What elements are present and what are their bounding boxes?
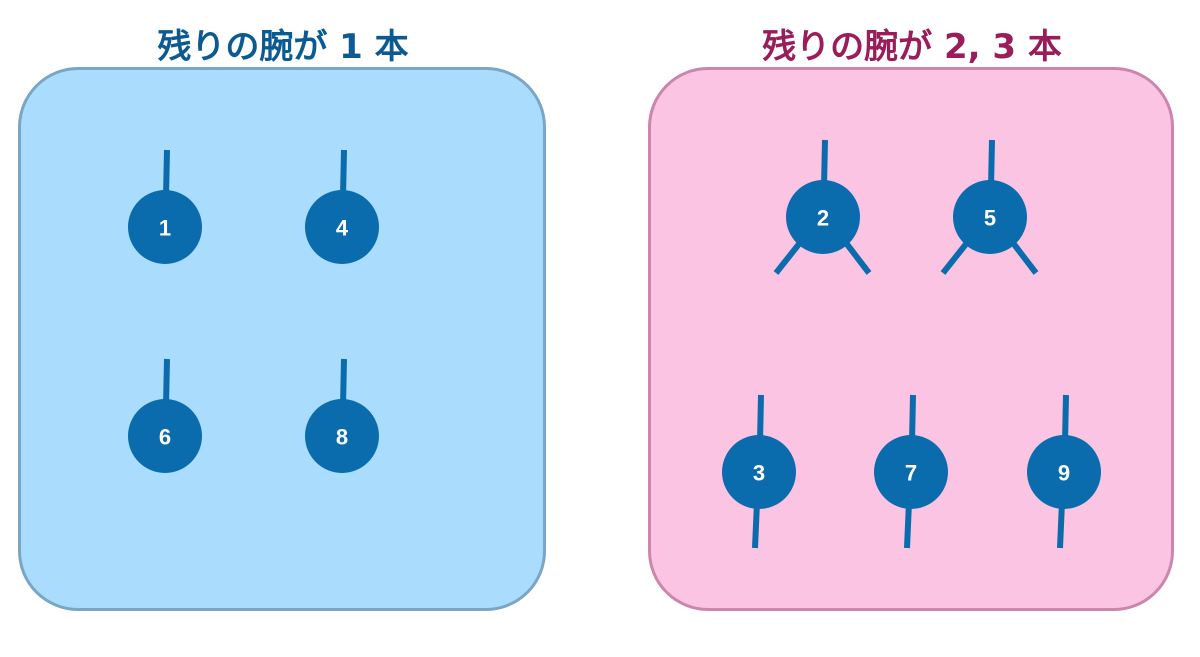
- arm-down: [904, 501, 912, 549]
- node-label: 6: [159, 425, 171, 450]
- arm-up: [1062, 394, 1069, 443]
- node-label: 5: [984, 206, 996, 231]
- node-label: 4: [336, 216, 349, 241]
- node-circle: [953, 180, 1027, 254]
- node-4: 4: [305, 149, 379, 264]
- arm-up: [163, 149, 170, 198]
- left-group-panel: [18, 67, 546, 611]
- arm-down: [752, 501, 760, 549]
- node-7: 7: [874, 394, 948, 549]
- node-label: 1: [159, 216, 171, 241]
- node-label: 8: [336, 425, 348, 450]
- node-circle: [722, 435, 796, 509]
- node-9: 9: [1027, 394, 1101, 549]
- arm-up: [340, 358, 347, 407]
- node-circle: [305, 190, 379, 264]
- node-label: 3: [753, 461, 765, 486]
- node-label: 9: [1058, 461, 1070, 486]
- node-circle: [874, 435, 948, 509]
- arm-up: [821, 139, 828, 188]
- node-label: 7: [905, 461, 917, 486]
- node-circle: [786, 180, 860, 254]
- node-1: 1: [128, 149, 202, 264]
- node-label: 2: [817, 206, 829, 231]
- node-2: 2: [773, 139, 872, 275]
- arm-up: [163, 358, 170, 407]
- arm-down: [1057, 501, 1065, 549]
- node-circle: [128, 399, 202, 473]
- node-6: 6: [128, 358, 202, 473]
- node-5: 5: [940, 139, 1039, 275]
- arm-up: [340, 149, 347, 198]
- node-3: 3: [722, 394, 796, 549]
- arm-up: [909, 394, 916, 443]
- left-group-title: 残りの腕が 1 本: [157, 27, 409, 67]
- arm-up: [757, 394, 764, 443]
- arm-up: [988, 139, 995, 188]
- node-circle: [128, 190, 202, 264]
- node-8: 8: [305, 358, 379, 473]
- node-circle: [305, 399, 379, 473]
- node-circle: [1027, 435, 1101, 509]
- right-group-title: 残りの腕が 2, 3 本: [762, 27, 1062, 67]
